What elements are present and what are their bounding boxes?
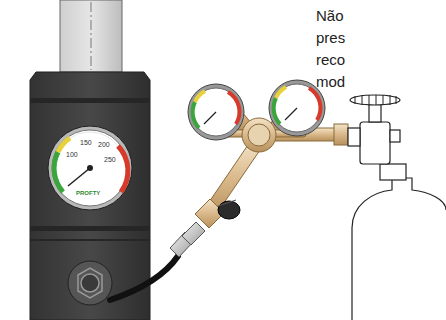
gauge-number: 100 bbox=[66, 151, 78, 158]
gauge-number: 250 bbox=[104, 156, 116, 163]
hose bbox=[110, 222, 205, 300]
left-device bbox=[30, 0, 150, 320]
note-text: pres bbox=[316, 30, 345, 45]
note-text: mod bbox=[316, 74, 345, 89]
brass-regulator bbox=[188, 80, 348, 228]
brand-mark: PROFTY bbox=[76, 190, 100, 196]
note-text: reco bbox=[316, 52, 345, 67]
gas-cylinder bbox=[348, 95, 446, 320]
note-text: Não bbox=[316, 8, 344, 23]
gauge-number: 200 bbox=[98, 141, 110, 148]
gauge-number: 150 bbox=[80, 139, 92, 146]
